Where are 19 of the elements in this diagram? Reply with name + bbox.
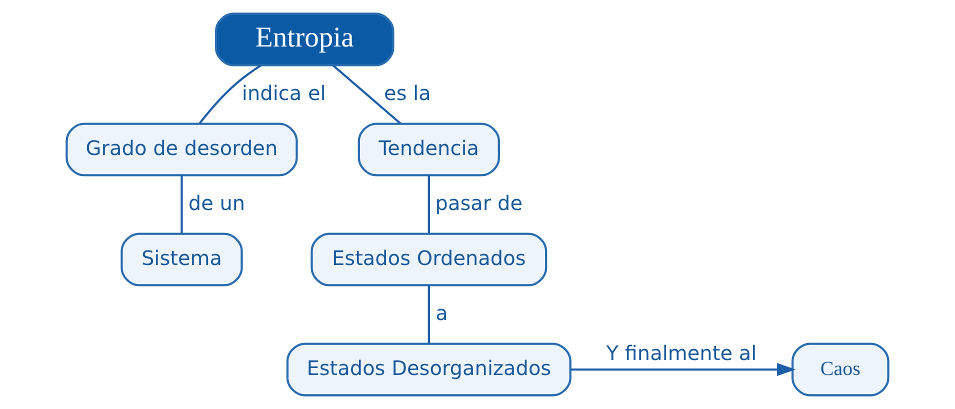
connector: [332, 64, 402, 124]
edge-label: indica el: [242, 80, 326, 105]
edge-label: de un: [188, 190, 246, 215]
edge-label: pasar de: [435, 190, 523, 215]
connector: [428, 285, 430, 344]
node-box: Grado de desorden: [66, 122, 298, 176]
connector: [198, 64, 262, 124]
node-box: Estados Ordenados: [310, 232, 548, 286]
connector: [428, 175, 430, 234]
node-box: Caos: [791, 342, 890, 396]
node-box: Sistema: [120, 232, 243, 286]
node-box: Estados Desorganizados: [286, 342, 572, 396]
node-box: Tendencia: [358, 122, 500, 176]
edge-label: a: [436, 300, 448, 325]
edge-label: Y finalmente al: [606, 340, 757, 365]
connector: [180, 175, 183, 234]
node-box: Entropia: [214, 12, 394, 66]
edge-label: es la: [384, 80, 431, 105]
arrow: [570, 363, 796, 376]
